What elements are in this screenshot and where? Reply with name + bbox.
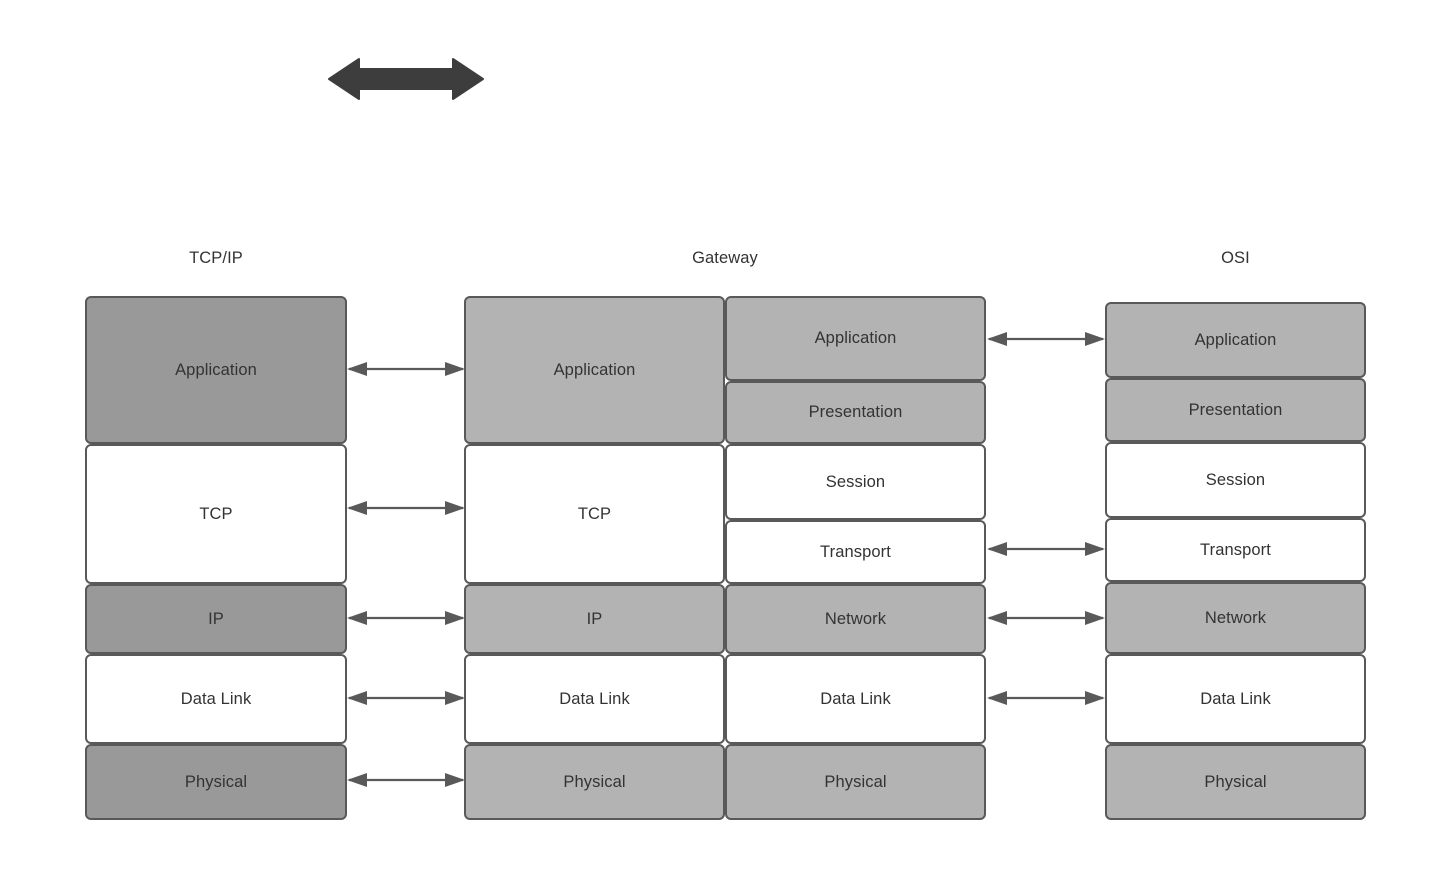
layer-box-gateway-right-datalink: Data Link	[725, 654, 986, 744]
column-title-osi: OSI	[1221, 249, 1250, 267]
layer-box-tcpip-ip: IP	[85, 584, 347, 654]
layer-box-osi-presentation: Presentation	[1105, 378, 1366, 442]
connector-arrow-tcpip-gateway-application	[347, 362, 465, 376]
column-title-tcpip: TCP/IP	[189, 249, 243, 267]
connector-arrow-gateway-osi-datalink	[987, 691, 1105, 705]
layer-box-osi-session: Session	[1105, 442, 1366, 518]
connector-arrow-tcpip-gateway-ip	[347, 611, 465, 625]
layer-box-gateway-right-application: Application	[725, 296, 986, 381]
connector-arrow-gateway-osi-transport	[987, 542, 1105, 556]
layer-box-tcpip-tcp: TCP	[85, 444, 347, 584]
layer-box-osi-transport: Transport	[1105, 518, 1366, 582]
layer-box-tcpip-application: Application	[85, 296, 347, 444]
layer-box-gateway-left-ip: IP	[464, 584, 725, 654]
layer-box-osi-datalink: Data Link	[1105, 654, 1366, 744]
layer-box-gateway-left-application: Application	[464, 296, 725, 444]
layer-box-gateway-right-network: Network	[725, 584, 986, 654]
bidirectional-block-arrow-icon	[328, 58, 484, 100]
layer-box-gateway-left-datalink: Data Link	[464, 654, 725, 744]
layer-box-gateway-right-presentation: Presentation	[725, 381, 986, 444]
layer-box-gateway-right-session: Session	[725, 444, 986, 520]
layer-box-tcpip-datalink: Data Link	[85, 654, 347, 744]
connector-arrow-tcpip-gateway-tcp	[347, 501, 465, 515]
layer-box-osi-application: Application	[1105, 302, 1366, 378]
layer-box-osi-physical: Physical	[1105, 744, 1366, 820]
column-title-gateway: Gateway	[692, 249, 758, 267]
connector-arrow-gateway-osi-network	[987, 611, 1105, 625]
layer-box-tcpip-physical: Physical	[85, 744, 347, 820]
connector-arrow-tcpip-gateway-physical	[347, 773, 465, 787]
connector-arrow-gateway-osi-application	[987, 332, 1105, 346]
layer-box-gateway-right-transport: Transport	[725, 520, 986, 584]
connector-arrow-tcpip-gateway-datalink	[347, 691, 465, 705]
layer-box-gateway-right-physical: Physical	[725, 744, 986, 820]
layer-box-gateway-left-tcp: TCP	[464, 444, 725, 584]
layer-box-gateway-left-physical: Physical	[464, 744, 725, 820]
layer-box-osi-network: Network	[1105, 582, 1366, 654]
